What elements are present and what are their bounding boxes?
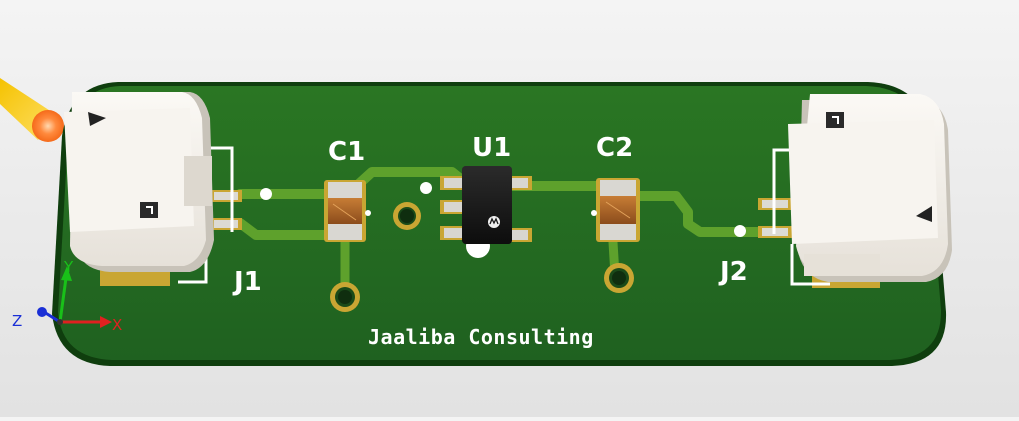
polarity-mark-icon [140,202,158,218]
connector-j1[interactable] [64,92,242,286]
light-source-icon[interactable] [0,78,64,142]
designator-u1: U1 [472,133,511,163]
axis-triad[interactable]: X Y Z [12,258,122,334]
x-axis-label: X [112,316,122,334]
ic-u1[interactable] [440,166,532,258]
silk-pin-dots [260,182,746,237]
manufacturer-logo-icon [488,216,500,228]
capacitor-c2[interactable] [596,178,640,242]
designator-c2: C2 [596,133,633,163]
company-silkscreen-label: Jaaliba Consulting [368,325,594,349]
connector-j2[interactable] [758,94,952,288]
designator-j1: J1 [232,267,262,297]
designator-c1: C1 [328,137,365,167]
polarity-mark-icon [826,112,844,128]
z-axis-label: Z [12,312,22,330]
pin1-marker-icon [916,206,932,222]
via-holes [330,202,634,312]
designator-j2: J2 [718,257,748,287]
capacitor-c1[interactable] [324,180,366,242]
pin1-marker-icon [88,112,106,126]
y-axis-label: Y [63,258,74,276]
